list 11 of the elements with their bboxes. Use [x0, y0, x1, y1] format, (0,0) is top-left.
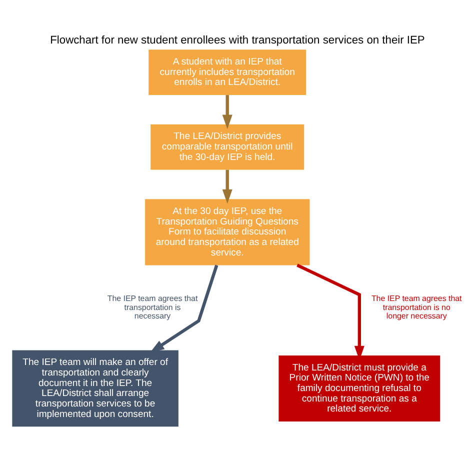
- arrow: [149, 264, 218, 352]
- edge-label: The IEP team agrees that transportation is no longer necessary: [370, 293, 462, 320]
- node-box: At the 30 day IEP, use the Transportation Guiding Questions Form to facilitate discussion around transportation as a related service.: [144, 198, 310, 265]
- edge-label: The IEP team agrees that transportation is necessary: [106, 293, 198, 320]
- arrow: [222, 169, 232, 204]
- node-box: The LEA/District must provide a Prior Written Notice (PWN) to the family documenting refusal to continue transporation as a related service.: [278, 354, 440, 421]
- node-box: The IEP team will make an offer of transportation and clearly document it in the IEP. The LEA/District shall arrange transportation services to be implemented upon consent.: [12, 350, 178, 426]
- node-box: The LEA/District provides comparable transportation until the 30-day IEP is held.: [150, 124, 304, 170]
- arrow: [222, 94, 232, 129]
- diagram-title: Flowchart for new student enrollees with transportation services on their IEP: [50, 34, 424, 46]
- node-box: A student with an IEP that currently includes transportation enrolls in an LEA/District.: [148, 49, 306, 94]
